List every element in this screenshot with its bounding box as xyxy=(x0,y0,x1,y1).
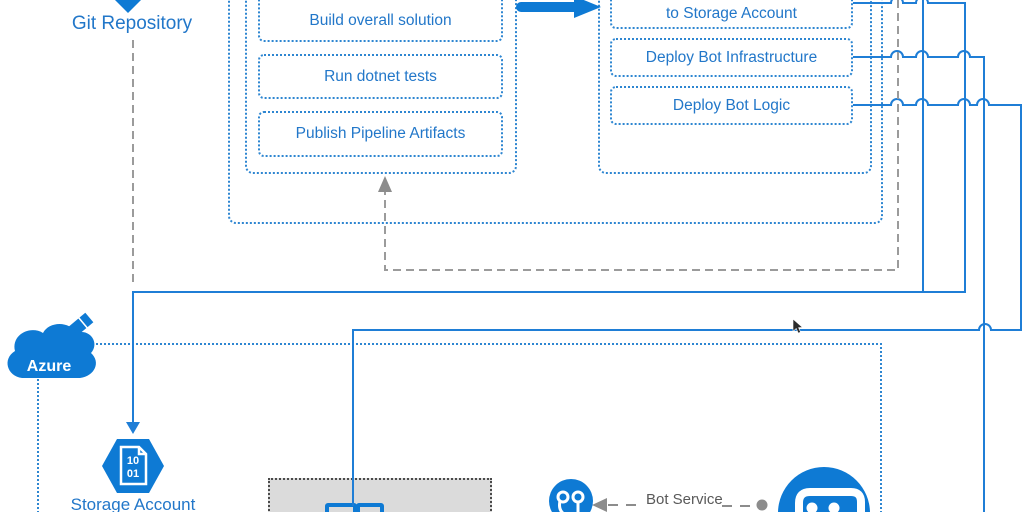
git-repository-label: Git Repository xyxy=(71,13,193,34)
step-label: Deploy Bot Logic xyxy=(672,96,791,114)
storage-account-label: Storage Account xyxy=(70,495,196,512)
step-publish-pipeline-artifacts[interactable]: Publish Pipeline Artifacts xyxy=(258,111,503,157)
step-build-overall-solution[interactable]: Build overall solution xyxy=(258,0,503,42)
bot-service-label: Bot Service xyxy=(646,491,723,508)
step-label: Deploy Bot Infrastructure xyxy=(645,48,818,66)
step-run-dotnet-tests[interactable]: Run dotnet tests xyxy=(258,54,503,99)
step-deploy-bot-infrastructure[interactable]: Deploy Bot Infrastructure xyxy=(610,38,853,77)
step-label: Build overall solution xyxy=(309,12,452,29)
step-copy-to-storage-account[interactable]: to Storage Account xyxy=(610,0,853,29)
step-deploy-bot-logic[interactable]: Deploy Bot Logic xyxy=(610,86,853,125)
web-app-icon[interactable] xyxy=(325,503,357,512)
step-label: Publish Pipeline Artifacts xyxy=(295,125,466,142)
step-label: Run dotnet tests xyxy=(324,67,437,85)
step-label: to Storage Account xyxy=(666,5,797,22)
web-app-icon-2[interactable] xyxy=(356,503,384,512)
git-repository-icon[interactable] xyxy=(106,0,150,13)
mouse-cursor xyxy=(792,318,804,334)
